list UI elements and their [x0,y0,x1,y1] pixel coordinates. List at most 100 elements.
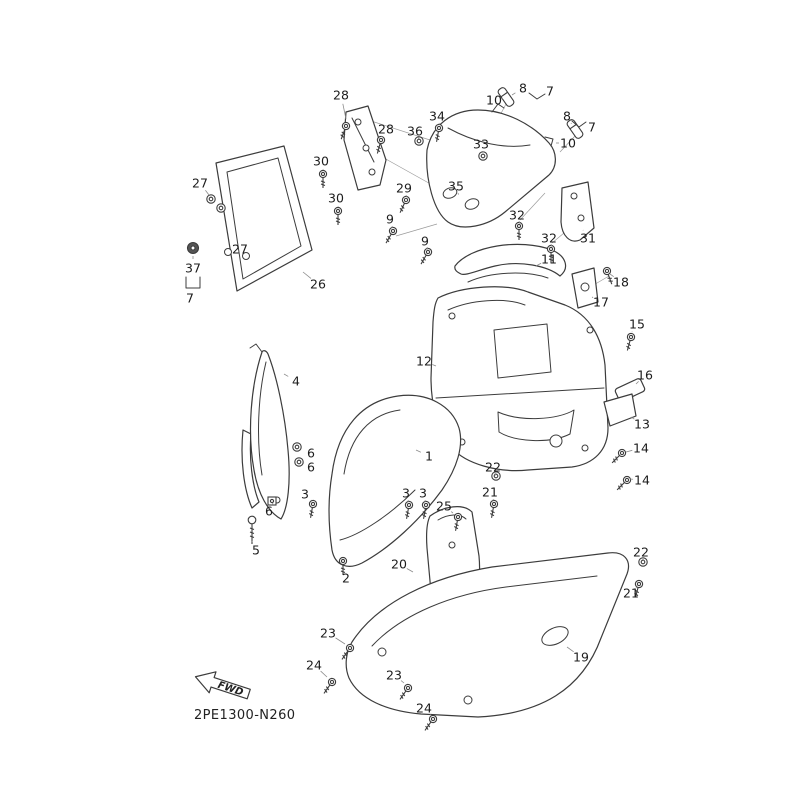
callout-3[interactable]: 3 [419,485,427,502]
callout-36[interactable]: 36 [407,123,423,140]
callout-7[interactable]: 7 [546,83,554,98]
callout-27[interactable]: 27 [192,175,210,196]
callout-11[interactable]: 11 [535,251,557,267]
callout-label[interactable]: 8 [519,80,527,95]
callout-label[interactable]: 8 [563,108,571,123]
callout-10[interactable]: 10 [556,135,576,150]
callout-22[interactable]: 22 [633,544,649,561]
callout-12[interactable]: 12 [416,353,437,368]
callout-3[interactable]: 3 [301,486,312,501]
callout-label[interactable]: 23 [386,667,402,682]
callout-label[interactable]: 32 [541,230,557,245]
callout-label[interactable]: 1 [425,448,433,463]
callout-20[interactable]: 20 [391,556,414,573]
callout-19[interactable]: 19 [566,646,589,664]
callout-7[interactable]: 7 [588,119,596,134]
callout-label[interactable]: 6 [265,503,273,518]
callout-21[interactable]: 21 [623,585,639,600]
callout-32[interactable]: 32 [509,207,525,224]
callout-9[interactable]: 9 [421,233,429,250]
callout-33[interactable]: 33 [473,136,489,153]
callout-label[interactable]: 34 [429,108,445,123]
callout-label[interactable]: 15 [629,316,645,331]
callout-label[interactable]: 37 [185,260,201,275]
callout-13[interactable]: 13 [630,416,650,431]
callout-26[interactable]: 26 [302,271,326,291]
callout-2[interactable]: 2 [342,568,350,585]
callout-label[interactable]: 3 [419,485,427,500]
callout-label[interactable]: 20 [391,556,407,571]
callout-label[interactable]: 27 [232,241,248,256]
callout-24[interactable]: 24 [306,657,328,678]
callout-label[interactable]: 28 [333,87,349,102]
callout-label[interactable]: 35 [448,178,464,193]
callout-23[interactable]: 23 [386,667,405,684]
callout-31[interactable]: 31 [580,229,596,245]
callout-15[interactable]: 15 [629,316,645,333]
callout-35[interactable]: 35 [448,178,464,195]
callout-label[interactable]: 9 [386,211,394,226]
callout-30[interactable]: 30 [313,153,329,170]
callout-21[interactable]: 21 [482,484,498,501]
callout-label[interactable]: 31 [580,230,596,245]
callout-label[interactable]: 19 [573,649,589,664]
callout-8[interactable]: 8 [511,80,527,96]
callout-label[interactable]: 23 [320,625,336,640]
callout-18[interactable]: 18 [609,273,629,289]
callout-label[interactable]: 6 [307,459,315,474]
callout-7[interactable]: 7 [186,290,194,305]
callout-label[interactable]: 27 [192,175,208,190]
callout-label[interactable]: 21 [623,585,639,600]
callout-29[interactable]: 29 [396,180,412,197]
callout-16[interactable]: 16 [635,367,653,385]
callout-label[interactable]: 28 [378,121,394,136]
callout-label[interactable]: 29 [396,180,412,195]
callout-24[interactable]: 24 [416,700,432,715]
callout-label[interactable]: 36 [407,123,423,138]
callout-10[interactable]: 10 [486,92,503,107]
callout-6[interactable]: 6 [302,445,315,460]
callout-label[interactable]: 9 [421,233,429,248]
callout-1[interactable]: 1 [415,448,433,463]
callout-label[interactable]: 17 [593,294,609,309]
callout-34[interactable]: 34 [429,108,445,125]
callout-label[interactable]: 26 [310,276,326,291]
callout-25[interactable]: 25 [436,498,454,514]
callout-28[interactable]: 28 [333,87,349,120]
callout-label[interactable]: 3 [402,485,410,500]
callout-label[interactable]: 14 [634,472,650,487]
callout-label[interactable]: 2 [342,570,350,585]
callout-label[interactable]: 24 [306,657,322,672]
callout-label[interactable]: 25 [436,498,452,513]
callout-label[interactable]: 22 [485,459,501,474]
callout-label[interactable]: 14 [633,440,649,455]
callout-label[interactable]: 7 [588,119,596,134]
callout-5[interactable]: 5 [251,540,260,557]
callout-label[interactable]: 32 [509,207,525,222]
callout-label[interactable]: 16 [637,367,653,382]
callout-4[interactable]: 4 [283,373,300,388]
callout-label[interactable]: 4 [292,373,300,388]
callout-label[interactable]: 33 [473,136,489,151]
callout-3[interactable]: 3 [402,485,410,502]
callout-6[interactable]: 6 [265,502,274,518]
callout-label[interactable]: 24 [416,700,432,715]
callout-14[interactable]: 14 [625,440,649,455]
callout-label[interactable]: 30 [313,153,329,168]
callout-32[interactable]: 32 [541,230,557,247]
callout-17[interactable]: 17 [591,294,609,309]
callout-23[interactable]: 23 [320,625,346,645]
callout-label[interactable]: 21 [482,484,498,499]
callout-label[interactable]: 11 [541,251,557,266]
callout-label[interactable]: 10 [560,135,576,150]
callout-label[interactable]: 3 [301,486,309,501]
callout-label[interactable]: 22 [633,544,649,559]
callout-label[interactable]: 7 [186,290,194,305]
callout-label[interactable]: 6 [307,445,315,460]
callout-9[interactable]: 9 [386,211,394,228]
callout-label[interactable]: 5 [252,542,260,557]
callout-label[interactable]: 18 [613,274,629,289]
callout-30[interactable]: 30 [328,190,344,207]
callout-6[interactable]: 6 [302,459,315,474]
callout-label[interactable]: 10 [486,92,502,107]
